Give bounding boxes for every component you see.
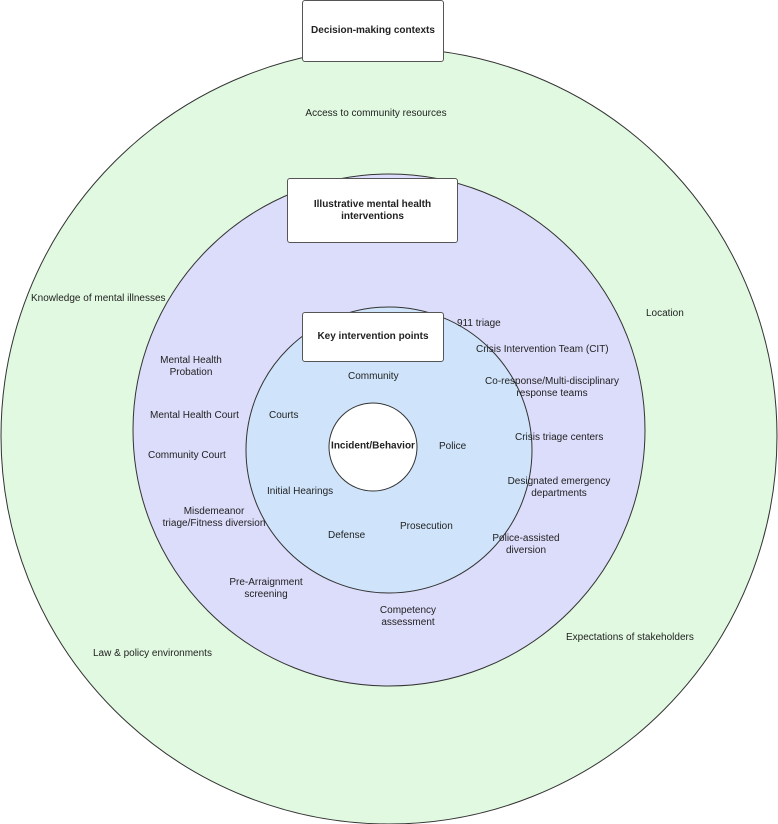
label-location: Location [646, 308, 684, 319]
label-prosecution: Prosecution [400, 521, 453, 532]
label-police-assisted-diversion: Police-assisted diversion [492, 533, 560, 556]
outer-title-box: Decision-making contexts [302, 0, 444, 62]
label-courts: Courts [269, 410, 299, 421]
label-access-community-resources: Access to community resources [305, 108, 447, 119]
label-law-policy: Law & policy environments [93, 648, 212, 659]
label-coresponse-teams: Co-response/Multi-disciplinary response … [485, 376, 619, 399]
core-label: Incident/Behavior [331, 440, 415, 452]
core-circle [328, 402, 418, 492]
label-community: Community [348, 371, 399, 382]
label-knowledge-mental-illnesses: Knowledge of mental illnesses [31, 293, 166, 304]
label-mental-health-court: Mental Health Court [150, 410, 239, 421]
label-crisis-triage-centers: Crisis triage centers [515, 432, 604, 443]
middle-title: Illustrative mental health interventions [313, 198, 432, 222]
label-competency-assessment: Competency assessment [379, 605, 437, 628]
label-initial-hearings: Initial Hearings [267, 486, 334, 497]
inner-title-box: Key intervention points [302, 312, 444, 362]
label-mental-health-probation: Mental Health Probation [160, 355, 222, 378]
label-community-court: Community Court [148, 450, 226, 461]
label-expectations-stakeholders: Expectations of stakeholders [566, 632, 694, 643]
label-defense: Defense [328, 530, 366, 541]
label-cit: Crisis Intervention Team (CIT) [476, 344, 609, 355]
label-pre-arraignment-screening: Pre-Arraignment screening [229, 577, 303, 600]
label-police: Police [439, 441, 467, 452]
inner-title: Key intervention points [317, 331, 429, 342]
label-misdemeanor-triage: Misdemeanor triage/Fitness diversion [162, 506, 266, 529]
label-emergency-departments: Designated emergency departments [507, 476, 611, 499]
label-911-triage: 911 triage [457, 318, 501, 329]
outer-title: Decision-making contexts [311, 25, 435, 36]
middle-title-box: Illustrative mental health interventions [287, 178, 458, 243]
